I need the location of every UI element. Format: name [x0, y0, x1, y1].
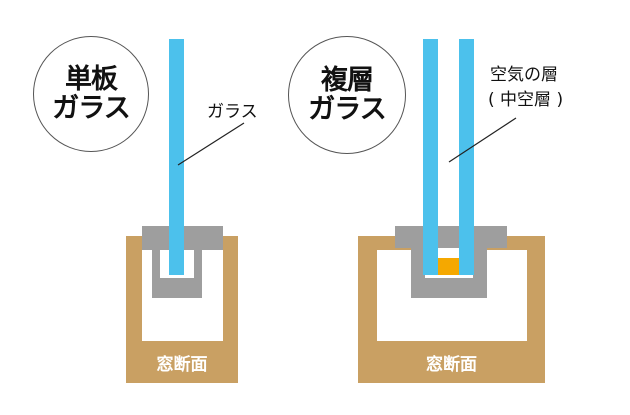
double-wood-frame [358, 236, 545, 383]
air-layer-spacer [438, 258, 459, 275]
double-glass-title-bubble: 複層 ガラス [288, 36, 406, 154]
double-frame-label: 窓断面 [426, 355, 477, 375]
double-glass-pane-outer [423, 39, 438, 275]
single-glass-leader-line [177, 122, 245, 166]
single-glass-title-bubble: 単板 ガラス [33, 36, 149, 152]
single-frame-label: 窓断面 [156, 355, 208, 375]
single-wood-frame [126, 236, 238, 383]
air-layer-label-line1: 空気の層 [490, 65, 558, 85]
single-glass-label: ガラス [207, 102, 258, 122]
single-glass-title-line1: 単板 [65, 63, 118, 95]
double-glass-pane-inner [459, 39, 474, 275]
air-layer-leader-line [448, 117, 517, 163]
double-glass-title-line1: 複層 [321, 64, 374, 96]
single-glass-pane [169, 39, 184, 275]
single-glass-title-line2: ガラス [52, 93, 130, 124]
air-layer-label-line2: ( 中空層 ) [488, 90, 564, 110]
double-glass-title-line2: ガラス [308, 94, 386, 125]
